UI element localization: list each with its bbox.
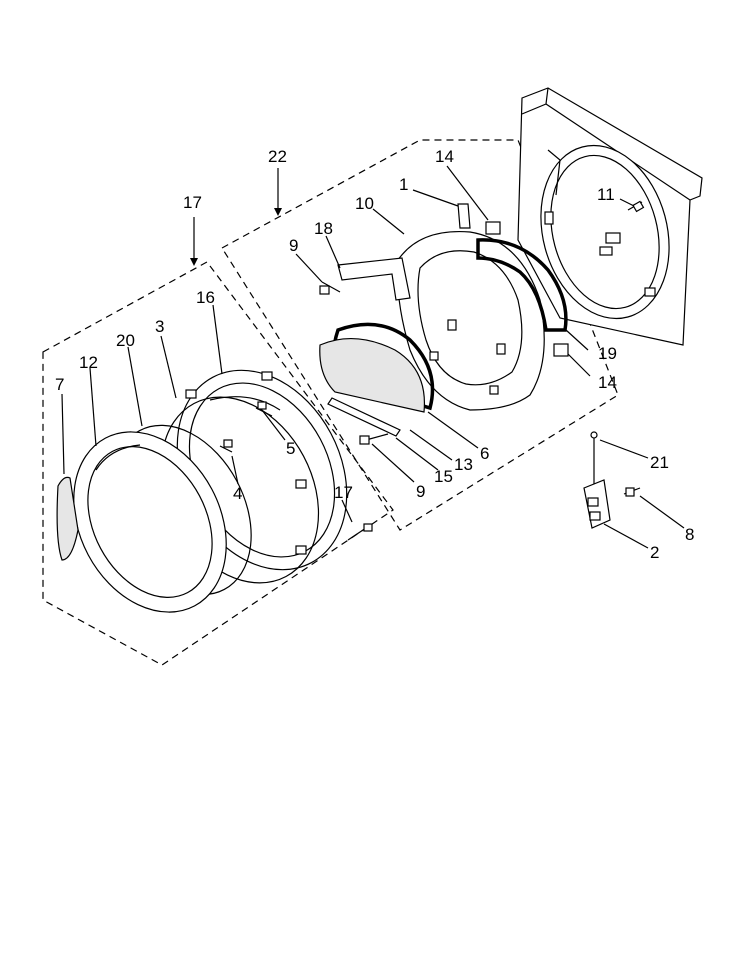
screw-9-top-icon — [319, 281, 341, 295]
outer-door-12 — [73, 431, 227, 613]
leader-lines — [61, 165, 685, 549]
callout-7: 7 — [55, 375, 64, 394]
callout-19: 19 — [598, 344, 617, 363]
callout-18: 18 — [314, 219, 333, 238]
screw-17-icon — [347, 523, 373, 541]
callout-9-bottom: 9 — [416, 482, 425, 501]
callout-14-top: 14 — [435, 147, 454, 166]
hinge-bracket-18 — [337, 257, 411, 301]
callout-10: 10 — [355, 194, 374, 213]
callout-5: 5 — [286, 439, 295, 458]
hinge-frame-10 — [396, 230, 545, 411]
callout-16: 16 — [196, 288, 215, 307]
callout-17-top: 17 — [183, 193, 202, 212]
pin-1 — [457, 203, 471, 229]
screw-9-bottom-icon — [359, 433, 389, 445]
callout-22: 22 — [268, 147, 287, 166]
hinge-block-14-top — [485, 221, 501, 235]
hinge-block-14-bottom — [553, 343, 569, 357]
bar-15 — [327, 397, 401, 437]
callout-14-bottom: 14 — [598, 373, 617, 392]
rod-21 — [590, 431, 598, 490]
door-switch-2 — [583, 479, 611, 529]
callout-8: 8 — [685, 525, 694, 544]
handle-cover-7 — [56, 476, 79, 561]
callout-17-bottom: 17 — [334, 483, 353, 502]
callout-12: 12 — [79, 353, 98, 372]
callout-15: 15 — [434, 467, 453, 486]
callout-2: 2 — [650, 543, 659, 562]
callout-20: 20 — [116, 331, 135, 350]
callout-13: 13 — [454, 455, 473, 474]
screw-4-icon — [219, 439, 233, 453]
screw-11-icon — [627, 200, 645, 213]
callout-9-top: 9 — [289, 236, 298, 255]
callout-labels: 17 22 14 1 10 18 9 11 16 3 20 12 7 5 4 1… — [55, 147, 694, 562]
callout-21: 21 — [650, 453, 669, 472]
callout-4: 4 — [233, 484, 242, 503]
callout-6: 6 — [480, 444, 489, 463]
front-panel — [517, 87, 703, 346]
screw-8-icon — [623, 487, 641, 497]
callout-3: 3 — [155, 317, 164, 336]
window-13 — [319, 337, 426, 413]
callout-11: 11 — [597, 185, 615, 204]
group-17-boundary — [42, 261, 394, 666]
gasket-19 — [476, 238, 568, 332]
callout-1: 1 — [399, 175, 408, 194]
